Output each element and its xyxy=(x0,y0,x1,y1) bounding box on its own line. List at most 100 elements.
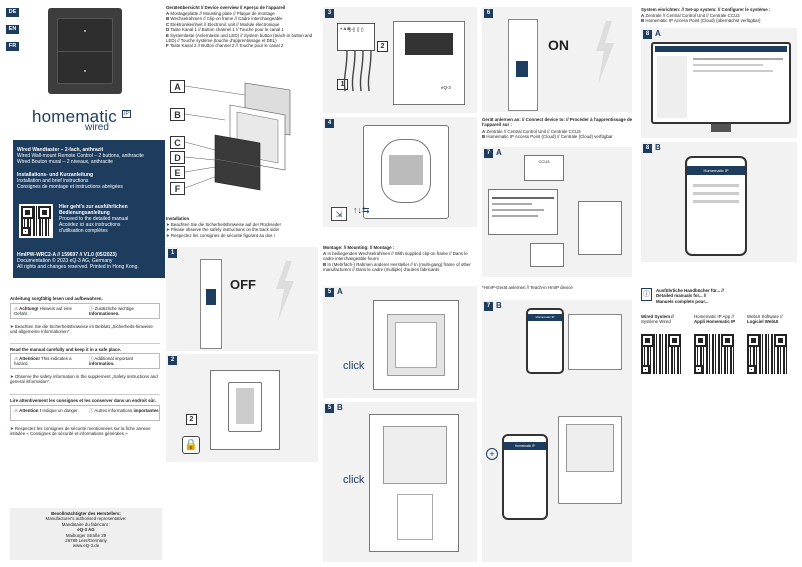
label-e: E xyxy=(170,166,185,179)
label-b: B xyxy=(170,108,185,121)
step-3-label-2: 2 xyxy=(377,41,388,52)
step-5b-click: click xyxy=(343,474,365,486)
manual-line-en: Installation and brief instructions xyxy=(17,178,89,184)
step-5b-number: 5 xyxy=(325,404,334,413)
connect-item-a: Zentrale // Central Control Unit // Cent… xyxy=(486,129,581,134)
step-4-panel: 4 ⇲ ↑↓⇆ xyxy=(323,117,477,227)
brand-ip-badge: IP xyxy=(121,110,132,118)
warning-fr-box: ⚠ Attention ! Indique un danger. ⓘ Autre… xyxy=(10,405,160,421)
step-7-number: 7 xyxy=(484,149,493,158)
warning-en-box: ⚠ Attention! This indicates a hazard. ⓘ … xyxy=(10,353,160,369)
label-c: C xyxy=(170,136,185,149)
product-line-de: Wired Wandtaster – 2-fach, anthrazit xyxy=(17,147,104,153)
qr-code-webui[interactable] xyxy=(747,334,787,374)
warning-fr-title: Lire attentivement les consignes et les … xyxy=(10,398,156,403)
step-7a-panel: 7 A CCU3 xyxy=(482,147,632,277)
step-3-terminal-a: A xyxy=(343,26,347,31)
qr-code-wired-system[interactable] xyxy=(641,334,681,374)
step-6-panel: 6 ON xyxy=(482,7,632,112)
step-5b-panel: 5 B click xyxy=(323,402,477,562)
step-1-off-label: OFF xyxy=(230,277,256,292)
manual-col-1-a: Wired System // xyxy=(641,314,674,319)
qr-code-homematic-app[interactable] xyxy=(694,334,734,374)
step-8b-letter: B xyxy=(655,143,661,152)
overview-item-c: Elektronikeinheit // Electronic unit // … xyxy=(170,21,280,27)
system-item-b: Homematic IP Access Point (Cloud) (übern… xyxy=(645,18,761,24)
product-line-fr: Wired Bouton mural – 2 niveaux, anthraci… xyxy=(17,159,113,165)
phone-mockup-1: Homematic IP xyxy=(526,308,564,374)
qr-text-1: Hier geht's zur ausführlichen xyxy=(59,204,128,210)
ccu-label: CCU3 xyxy=(538,159,550,164)
warning-de-attention-text: Hinweis auf eine Gefahr. xyxy=(14,306,72,317)
installation-title: Installation xyxy=(166,216,190,221)
step-5-number: 5 xyxy=(325,288,334,297)
warning-de-info: Zusätzliche wichtige xyxy=(94,306,134,311)
doc-line-2: Documentation © 2023 eQ-3 AG, Germany xyxy=(17,258,113,264)
mounting-item-b: In (Mehrfach-) Rahmen anderer Hersteller… xyxy=(323,261,471,273)
manufacturer-website[interactable]: www.eQ-3.de xyxy=(72,543,100,549)
step-1-panel: 1 OFF xyxy=(166,247,318,351)
doc-line-1: HmIPW-WRC2-A // 159697 // V1.0 (05/2023) xyxy=(17,252,117,258)
installation-item-2: Please observe the safety instructions o… xyxy=(170,227,280,233)
warning-de-note: Beachten Sie die Sicherheitshinweise im … xyxy=(10,324,153,335)
warning-fr-note: Respectez les consignes de sécurité ment… xyxy=(10,426,151,437)
phone-2-app-title: Homematic IP xyxy=(504,442,546,450)
manual-col-3-a: WebUI Software // xyxy=(747,314,783,319)
step-3-terminal-labels: + A B – xyxy=(340,26,354,31)
warning-de-box: ⚠ Achtung! Hinweis auf eine Gefahr. ⓘ Zu… xyxy=(10,303,160,319)
step-8b-panel: 8 B Homematic IP xyxy=(641,142,797,262)
warning-fr-info-text: importantes xyxy=(133,408,159,413)
manuals-title-3: Manuels complets pour... xyxy=(656,298,709,304)
step-8a-panel: 8 A xyxy=(641,28,797,138)
warning-en-title: Read the manual carefully and keep it in… xyxy=(10,347,122,352)
screw-icon: ⇲ xyxy=(331,207,347,221)
ccu-device: CCU3 xyxy=(524,155,564,181)
overview-item-f: Taste Kanal 2 // Button channel 2 // Tou… xyxy=(169,43,284,49)
brand-logo: homematic IP xyxy=(32,107,132,127)
warning-de-title: Anleitung sorgfältig lesen und aufbewahr… xyxy=(10,296,103,301)
manual-line-de: Installations- und Kurzanleitung xyxy=(17,172,94,178)
warning-fr-attention: Attention ! xyxy=(19,408,42,413)
doc-line-3: All rights and changes reserved. Printed… xyxy=(17,264,139,270)
product-line-en: Wired Wall-mount Remote Control – 2 butt… xyxy=(17,153,144,159)
manual-line-fr: Consignes de montage et instructions abr… xyxy=(17,184,123,190)
step-6-number: 6 xyxy=(484,9,493,18)
warning-de-attention: Achtung! xyxy=(19,306,39,311)
phone-mockup-3: Homematic IP xyxy=(685,156,747,256)
manual-qr-code[interactable] xyxy=(19,204,53,238)
manufacturer-address-2: 26789 Leer/Germany xyxy=(65,538,107,544)
step-5a-panel: 5 A click xyxy=(323,286,477,398)
step-8-number: 8 xyxy=(643,30,652,39)
step-7b-letter: B xyxy=(496,301,502,310)
warning-en-info-text: information. xyxy=(89,361,115,367)
step-8a-letter: A xyxy=(655,29,661,38)
overview-list: A Montageplatte // Mounting plate // Pla… xyxy=(166,11,313,49)
phone-1-app-title: Homematic IP xyxy=(528,314,562,321)
step-3-brand: eQ-3 xyxy=(441,85,451,90)
brand-name: homematic xyxy=(32,107,117,126)
phone-mockup-2: Homematic IP xyxy=(502,434,548,520)
system-item-a: Zentrale // Central Control Unit // Cent… xyxy=(645,13,740,18)
manuals-title-1: Ausführliche Handbücher für... // xyxy=(656,288,724,293)
label-f: F xyxy=(170,182,185,195)
step-7b-panel: 7 B Homematic IP Homematic IP + xyxy=(482,300,632,562)
manufacturer-line-1: Bevollmächtigter des Herstellers: xyxy=(51,511,121,516)
step-3-number: 3 xyxy=(325,9,334,18)
step-3-terminal-b: B xyxy=(347,26,351,31)
monitor-mockup xyxy=(651,42,791,124)
manufacturer-line-2: Manufacturer's authorised representative… xyxy=(45,516,127,522)
overview-item-d: Taste Kanal 1 // Button channel 1 // Tou… xyxy=(170,27,284,33)
step-4-number: 4 xyxy=(325,119,334,128)
step-2-panel: 2 2 🔒 xyxy=(166,354,318,462)
warning-en-attention: Attention! xyxy=(19,356,40,361)
add-icon: + xyxy=(486,448,498,460)
warning-en-info: Additional important xyxy=(94,356,134,361)
connect-footnote: *HmIP-Gerät anlernen // Teach-in HmIP de… xyxy=(482,285,573,290)
warning-fr-attention-text: Indique un danger. xyxy=(42,408,79,413)
warning-fr-info: Autres informations xyxy=(94,408,133,413)
step-2-tag: 2 xyxy=(186,414,197,425)
lock-icon: 🔒 xyxy=(182,436,200,454)
qr-text-3: Proceed to the detailed manual xyxy=(59,216,129,222)
step-8b-number: 8 xyxy=(643,144,652,153)
manuals-title-2: Detailed manuals for... // xyxy=(656,293,707,299)
